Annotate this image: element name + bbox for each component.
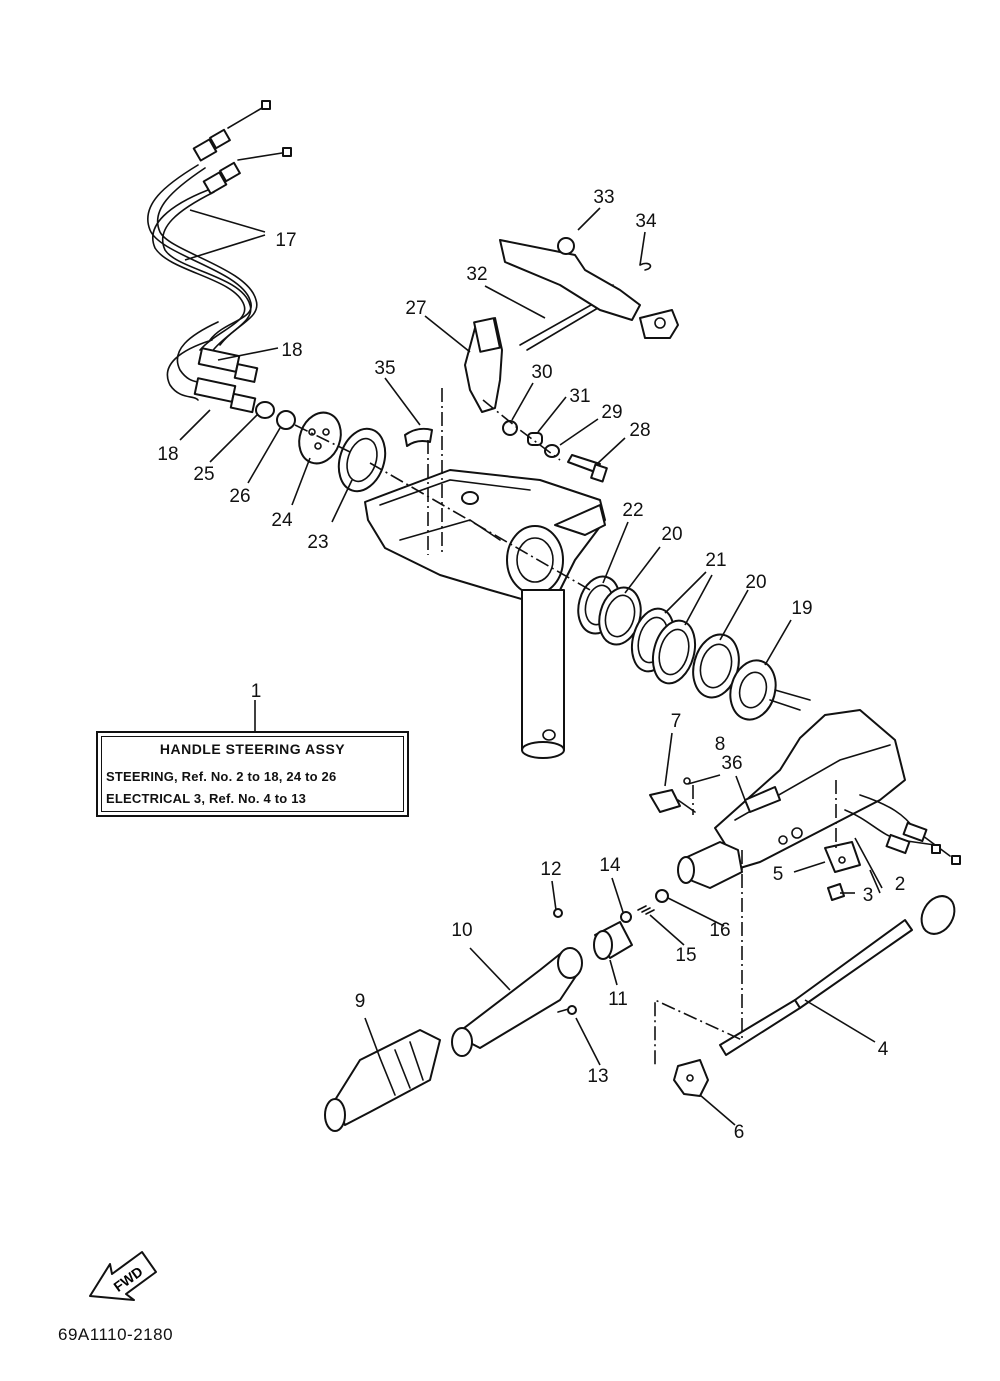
callout-4: 4 [878,1039,889,1060]
callout-18-upper: 18 [281,340,302,361]
callout-24: 24 [271,510,293,531]
caption-inner-border [101,736,404,812]
callout-9: 9 [355,991,366,1012]
callout-13: 13 [587,1066,608,1087]
callout-34: 34 [635,211,657,232]
callout-10: 10 [451,920,472,941]
callout-16: 16 [709,920,730,941]
callout-26: 26 [229,486,250,507]
callout-27: 27 [405,298,426,319]
callout-18-lower: 18 [157,444,178,465]
callout-35: 35 [374,358,395,379]
part-17-cables [147,100,292,414]
callout-25: 25 [193,464,214,485]
drawing-code: 69A1110-2180 [58,1325,174,1344]
electrical-parts [649,777,956,1097]
callout-14: 14 [599,855,621,876]
callout-11: 11 [608,989,628,1010]
throttle-grip [324,889,669,1132]
callout-31: 31 [569,386,590,407]
callout-30: 30 [531,362,552,383]
callout-32: 32 [466,264,487,285]
callout-5: 5 [773,864,784,885]
callout-3: 3 [863,885,874,906]
callout-6: 6 [734,1122,745,1143]
fwd-arrow: FWD [89,1251,157,1301]
callout-28: 28 [629,420,650,441]
callout-33: 33 [593,187,614,208]
callout-7: 7 [671,711,682,732]
caption-title: HANDLE STEERING ASSY [159,741,346,757]
washer-stack [577,575,777,721]
leader-lines [179,207,883,1126]
caption-steering-line: STEERING, Ref. No. 2 to 18, 24 to 26 [106,769,337,784]
callout-12: 12 [540,859,561,880]
callout-23: 23 [307,532,328,553]
callout-1: 1 [251,681,262,702]
callout-labels: 17 18 18 25 26 24 23 35 27 32 33 34 30 3… [157,187,905,1143]
callout-36: 36 [721,753,742,774]
callout-20-b: 20 [745,572,766,593]
callout-29: 29 [601,402,622,423]
callout-21: 21 [705,550,726,571]
callout-19: 19 [791,598,812,619]
alignment-lines [294,388,837,1065]
callout-22: 22 [622,500,643,521]
assembly-caption-box: HANDLE STEERING ASSY STEERING, Ref. No. … [96,731,409,817]
callout-2: 2 [895,874,906,895]
callout-8: 8 [715,734,726,755]
shift-lever-assembly [404,237,679,483]
callout-15: 15 [675,945,696,966]
callout-17: 17 [275,230,296,251]
steering-handle-arm [677,689,961,889]
steering-bracket [364,469,606,759]
callout-20-a: 20 [661,524,682,545]
grommet-group [255,401,387,493]
caption-electrical-line: ELECTRICAL 3, Ref. No. 4 to 13 [106,791,307,806]
